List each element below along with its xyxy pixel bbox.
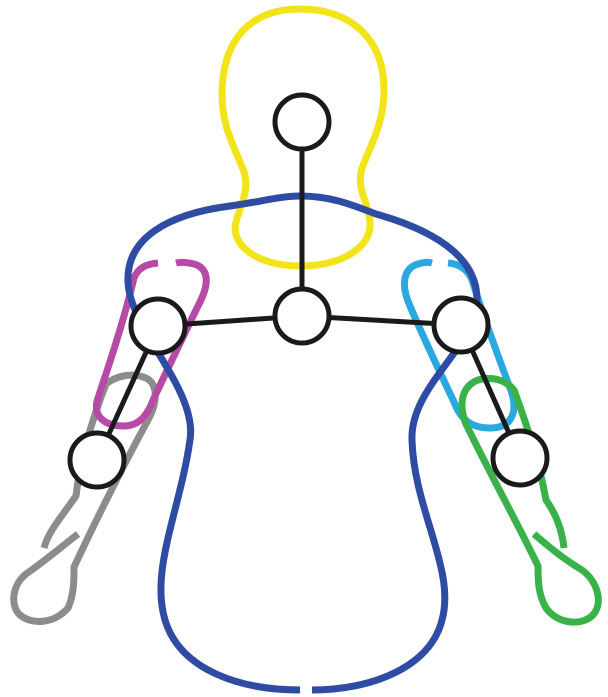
right-shoulder-joint: [434, 298, 488, 352]
head-joint: [275, 95, 329, 149]
neck-joint: [275, 289, 329, 343]
left-forearm-outline: [14, 375, 156, 621]
left-shoulder-joint: [131, 299, 185, 353]
right-forearm-outline: [462, 378, 598, 622]
right-elbow-joint: [493, 431, 547, 485]
left-elbow-joint: [70, 433, 124, 487]
